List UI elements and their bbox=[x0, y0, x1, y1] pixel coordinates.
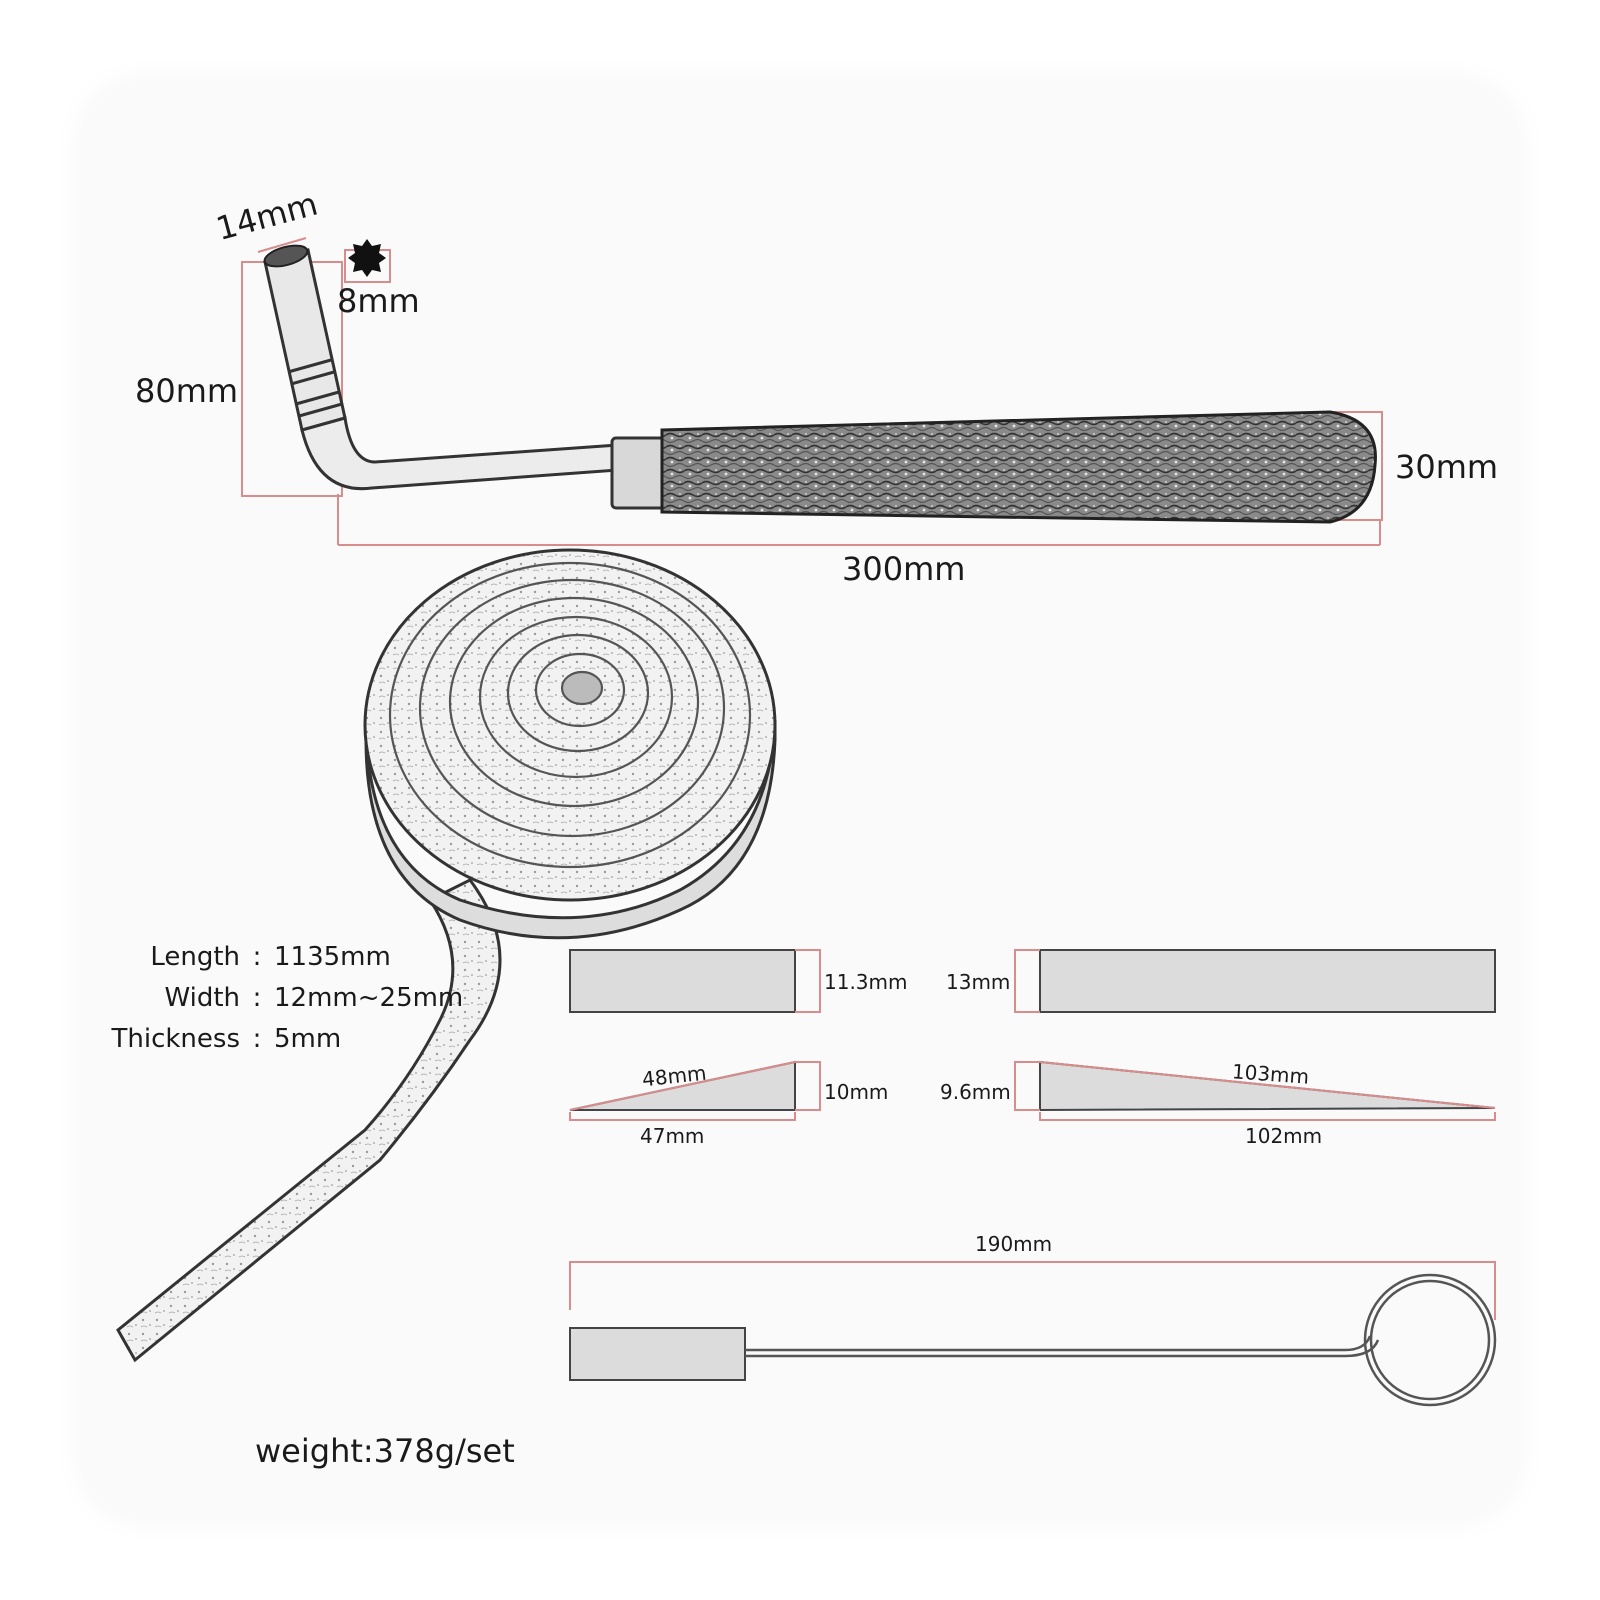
hex-profile-icon bbox=[348, 239, 386, 277]
handle-height-label: 30mm bbox=[1395, 448, 1499, 486]
wrench-height-label: 80mm bbox=[135, 372, 239, 410]
tuning-wrench bbox=[241, 237, 1383, 546]
wrench-rod bbox=[300, 416, 620, 491]
small-block-height-label: 11.3mm bbox=[824, 970, 908, 994]
small-wedge-height-label: 10mm bbox=[824, 1080, 889, 1104]
weight-label: weight:378g/set bbox=[255, 1432, 515, 1470]
long-block-mute bbox=[1039, 949, 1496, 1013]
spec-row-width: Width:12mm~25mm bbox=[164, 983, 464, 1013]
mutes bbox=[569, 949, 1496, 1121]
long-wedge-bottom-label: 102mm bbox=[1245, 1124, 1323, 1148]
spec-row-length: Length:1135mm bbox=[150, 942, 391, 972]
felt-strip bbox=[116, 548, 777, 1363]
long-block-height-label: 13mm bbox=[946, 970, 1011, 994]
hex-size-label: 8mm bbox=[337, 282, 420, 320]
small-block-mute bbox=[569, 949, 796, 1013]
wrench-handle bbox=[660, 410, 1377, 524]
wrench-length-label: 300mm bbox=[842, 550, 966, 588]
wrench-socket bbox=[263, 244, 347, 432]
spec-row-thickness: Thickness:5mm bbox=[111, 1024, 342, 1054]
small-wedge-bottom-label: 47mm bbox=[640, 1124, 705, 1148]
hook-length-label: 190mm bbox=[975, 1232, 1053, 1256]
wrench-dimension-lines bbox=[241, 237, 1383, 546]
long-wedge-height-label: 9.6mm bbox=[940, 1080, 1011, 1104]
hook-tool bbox=[569, 1261, 1497, 1407]
wrench-ferrule bbox=[610, 436, 666, 510]
